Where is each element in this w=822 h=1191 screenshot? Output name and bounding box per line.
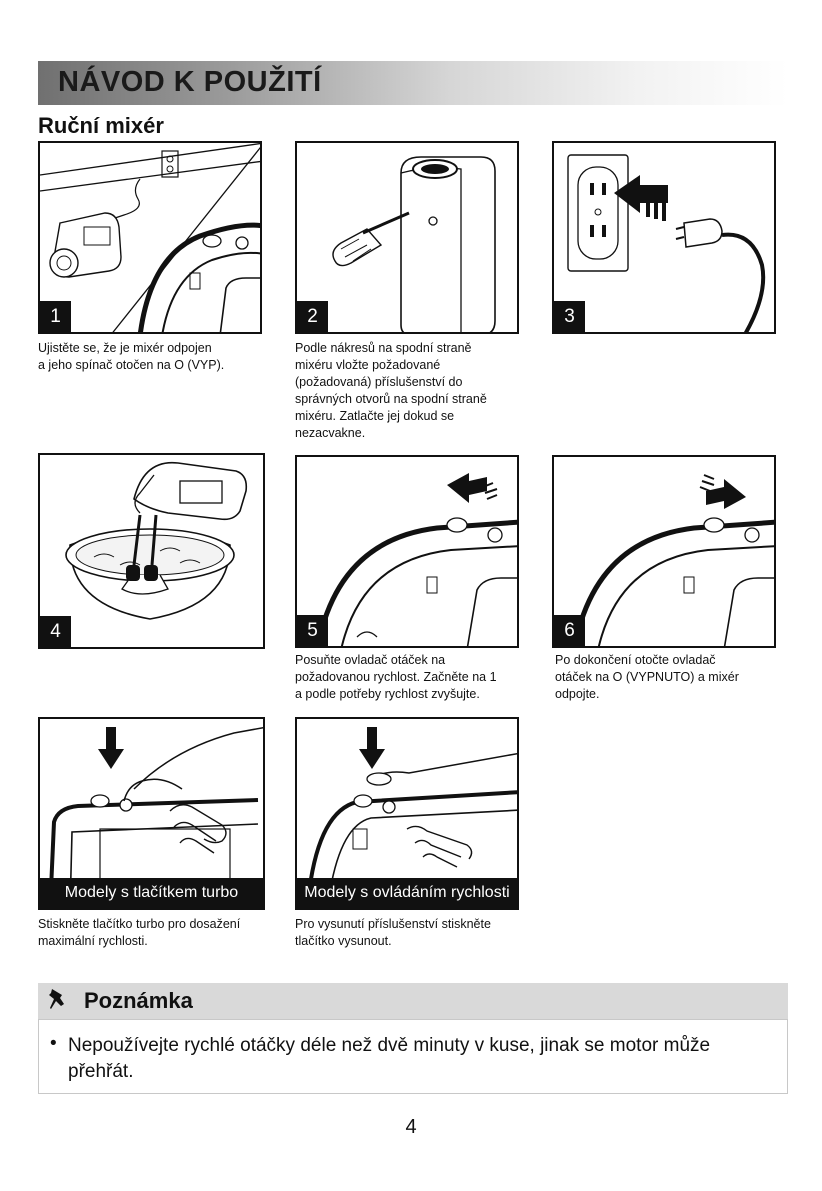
step-1-caption: Ujistěte se, že je mixér odpojen a jeho … [38,341,225,372]
note-header [38,983,788,1019]
step-2-illustration: 2 [295,141,519,334]
step-3-illustration: 3 [552,141,776,334]
step-1-illustration: 1 [38,141,262,334]
section-title: Ruční mixér [38,113,164,138]
bullet: • [50,1033,57,1054]
step-6-illustration: 6 [552,455,776,648]
note-body [38,1019,788,1094]
step-number: 5 [297,615,328,646]
turbo-model-caption: Stiskněte tlačítko turbo pro dosažení ma… [38,917,241,948]
speed-control-model-illustration: Modely s ovládáním rychlosti [295,717,519,910]
step-4-illustration: 4 [38,453,265,649]
step-2-caption: Podle nákresů na spodní straně mixéru vl… [295,341,487,440]
step-number: 2 [297,301,328,332]
step-6-caption: Po dokončení otočte ovladač otáček na O … [555,653,739,701]
step-number: 3 [554,301,585,332]
model-banner: Modely s ovládáním rychlosti [297,878,517,908]
model-banner: Modely s tlačítkem turbo [40,878,263,908]
header-bar [38,61,788,105]
speed-control-model-caption: Pro vysunutí příslušenství stiskněte tla… [295,917,491,948]
turbo-model-illustration: Modely s tlačítkem turbo [38,717,265,910]
pushpin-icon [46,987,70,1018]
step-number: 6 [554,615,585,646]
note-text: Nepoužívejte rychlé otáčky déle než dvě … [68,1035,711,1082]
note-title: Poznámka [84,988,193,1013]
step-5-caption: Posuňte ovladač otáček na požadovanou ry… [295,653,497,701]
page-number: 4 [405,1116,417,1138]
page-title: NÁVOD K POUŽITÍ [58,66,322,98]
step-number: 4 [40,616,71,647]
step-number: 1 [40,301,71,332]
step-5-illustration: 5 [295,455,519,648]
